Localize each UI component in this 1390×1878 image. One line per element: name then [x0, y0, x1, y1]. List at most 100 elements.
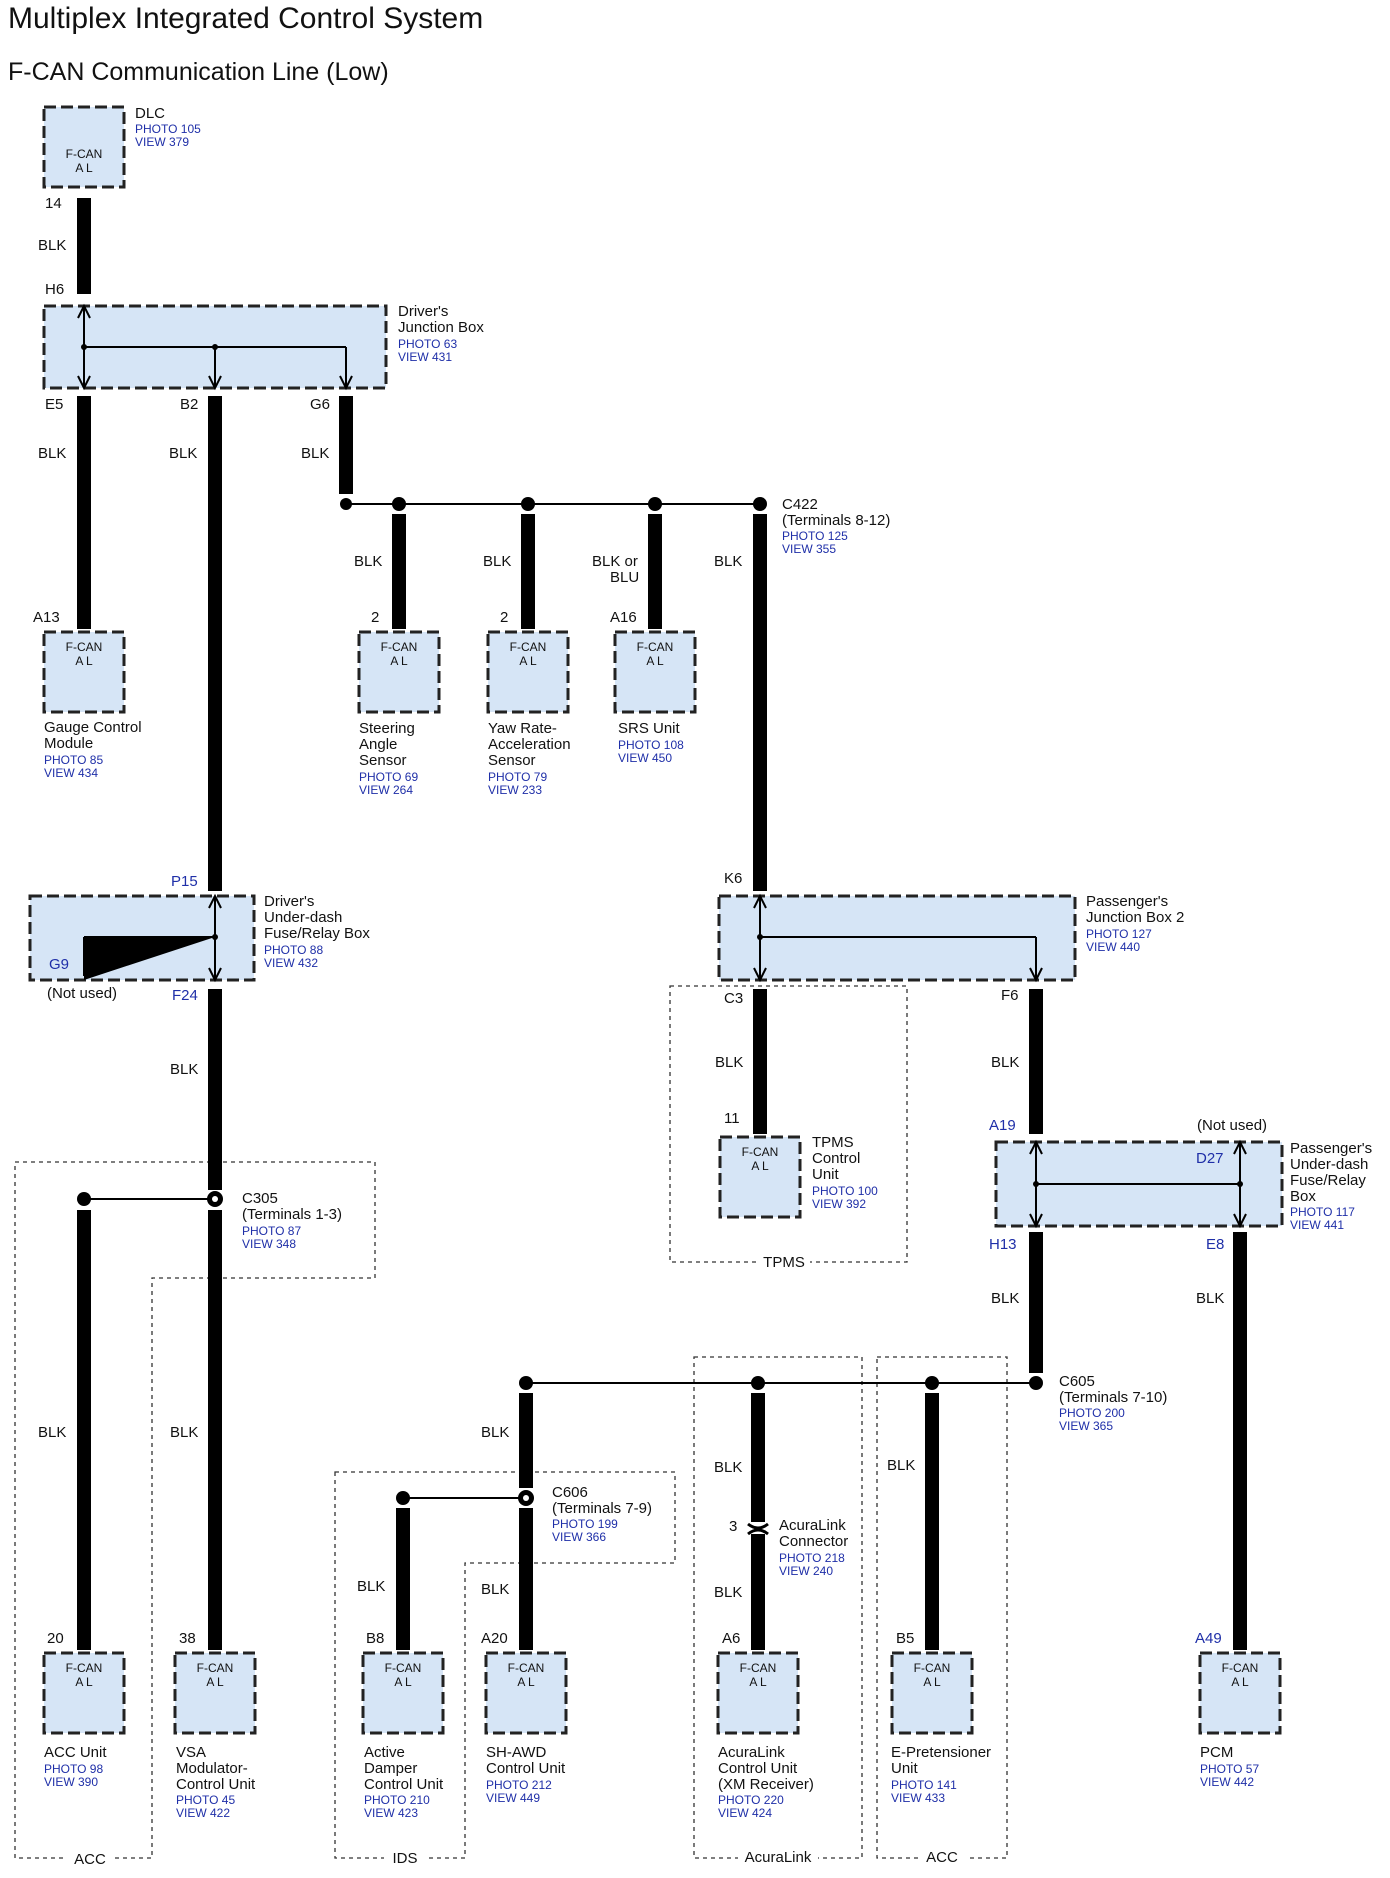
svg-text:PHOTO 98: PHOTO 98 [44, 1762, 103, 1776]
svg-text:VIEW 390: VIEW 390 [44, 1775, 98, 1789]
wires [77, 198, 1247, 1650]
svg-text:Driver's: Driver's [264, 893, 314, 910]
svg-text:BLK: BLK [38, 237, 66, 254]
svg-text:G9: G9 [49, 956, 69, 973]
svg-text:PHOTO 87: PHOTO 87 [242, 1224, 301, 1238]
svg-text:(Terminals 8-12): (Terminals 8-12) [782, 512, 890, 529]
svg-text:BLK: BLK [481, 1424, 509, 1441]
svg-text:PHOTO 127: PHOTO 127 [1086, 927, 1152, 941]
svg-text:SRS Unit: SRS Unit [618, 720, 681, 737]
svg-text:A L: A L [519, 654, 537, 668]
svg-text:PHOTO 63: PHOTO 63 [398, 337, 457, 351]
region-label-acc-left: ACC [74, 1851, 106, 1868]
svg-text:VIEW 366: VIEW 366 [552, 1530, 606, 1544]
svg-text:F-CAN: F-CAN [66, 147, 103, 161]
svg-text:Under-dash: Under-dash [1290, 1156, 1368, 1173]
svg-text:(Terminals 1-3): (Terminals 1-3) [242, 1206, 342, 1223]
svg-text:Control Unit: Control Unit [364, 1776, 444, 1793]
svg-text:C305: C305 [242, 1190, 278, 1207]
region-label-acuralink: AcuraLink [745, 1849, 812, 1866]
svg-text:20: 20 [47, 1630, 64, 1647]
svg-text:VIEW 233: VIEW 233 [488, 783, 542, 797]
svg-text:Acceleration: Acceleration [488, 736, 571, 753]
svg-text:BLK: BLK [887, 1457, 915, 1474]
svg-text:E8: E8 [1206, 1236, 1224, 1253]
svg-text:Gauge Control: Gauge Control [44, 719, 142, 736]
svg-text:PHOTO 200: PHOTO 200 [1059, 1406, 1125, 1420]
svg-text:2: 2 [371, 609, 379, 626]
svg-text:(Terminals 7-10): (Terminals 7-10) [1059, 1389, 1167, 1406]
svg-text:VIEW 348: VIEW 348 [242, 1237, 296, 1251]
svg-text:A L: A L [206, 1675, 224, 1689]
svg-text:B8: B8 [366, 1630, 384, 1647]
svg-text:BLK: BLK [301, 445, 329, 462]
svg-text:PHOTO 199: PHOTO 199 [552, 1517, 618, 1531]
svg-text:F-CAN: F-CAN [914, 1661, 951, 1675]
svg-text:C605: C605 [1059, 1373, 1095, 1390]
svg-text:B2: B2 [180, 396, 198, 413]
svg-text:B5: B5 [896, 1630, 914, 1647]
svg-text:BLK: BLK [991, 1054, 1019, 1071]
svg-text:PHOTO 79: PHOTO 79 [488, 770, 547, 784]
svg-text:Active: Active [364, 1744, 405, 1761]
svg-text:PHOTO 85: PHOTO 85 [44, 753, 103, 767]
svg-text:Damper: Damper [364, 1760, 417, 1777]
svg-text:D27: D27 [1196, 1150, 1224, 1167]
svg-text:VIEW 440: VIEW 440 [1086, 940, 1140, 954]
svg-text:C422: C422 [782, 496, 818, 513]
svg-text:AcuraLink: AcuraLink [718, 1744, 785, 1761]
svg-text:(Not used): (Not used) [1197, 1117, 1267, 1134]
svg-text:BLK: BLK [354, 553, 382, 570]
svg-text:BLK: BLK [714, 1584, 742, 1601]
svg-text:VIEW 432: VIEW 432 [264, 956, 318, 970]
svg-text:PHOTO 100: PHOTO 100 [812, 1184, 878, 1198]
svg-text:A L: A L [923, 1675, 941, 1689]
svg-text:Control: Control [812, 1150, 860, 1167]
svg-text:F-CAN: F-CAN [637, 640, 674, 654]
svg-text:2: 2 [500, 609, 508, 626]
svg-text:A49: A49 [1195, 1630, 1222, 1647]
svg-text:BLK: BLK [169, 445, 197, 462]
svg-text:BLK: BLK [481, 1581, 509, 1598]
svg-text:11: 11 [724, 1110, 740, 1127]
svg-text:H6: H6 [45, 281, 64, 298]
svg-text:Passenger's: Passenger's [1086, 893, 1168, 910]
svg-text:A L: A L [75, 654, 93, 668]
svg-text:3: 3 [729, 1518, 737, 1535]
svg-text:VIEW 379: VIEW 379 [135, 135, 189, 149]
svg-text:VIEW 423: VIEW 423 [364, 1806, 418, 1820]
svg-text:BLK: BLK [715, 1054, 743, 1071]
svg-text:SH-AWD: SH-AWD [486, 1744, 546, 1761]
svg-text:14: 14 [45, 195, 62, 212]
svg-text:A20: A20 [481, 1630, 508, 1647]
svg-text:38: 38 [179, 1630, 196, 1647]
svg-text:E-Pretensioner: E-Pretensioner [891, 1744, 991, 1761]
svg-text:A L: A L [646, 654, 664, 668]
svg-text:BLK: BLK [1196, 1290, 1224, 1307]
svg-text:E5: E5 [45, 396, 63, 413]
svg-text:F-CAN: F-CAN [381, 640, 418, 654]
svg-text:F24: F24 [172, 987, 198, 1004]
svg-text:VIEW 392: VIEW 392 [812, 1197, 866, 1211]
svg-text:F-CAN: F-CAN [197, 1661, 234, 1675]
svg-text:Angle: Angle [359, 736, 397, 753]
svg-text:Sensor: Sensor [359, 752, 407, 769]
svg-text:VIEW 434: VIEW 434 [44, 766, 98, 780]
svg-text:VIEW 355: VIEW 355 [782, 542, 836, 556]
svg-text:H13: H13 [989, 1236, 1017, 1253]
svg-text:Control Unit: Control Unit [486, 1760, 566, 1777]
svg-text:(Terminals 7-9): (Terminals 7-9) [552, 1500, 652, 1517]
svg-text:VIEW 365: VIEW 365 [1059, 1419, 1113, 1433]
